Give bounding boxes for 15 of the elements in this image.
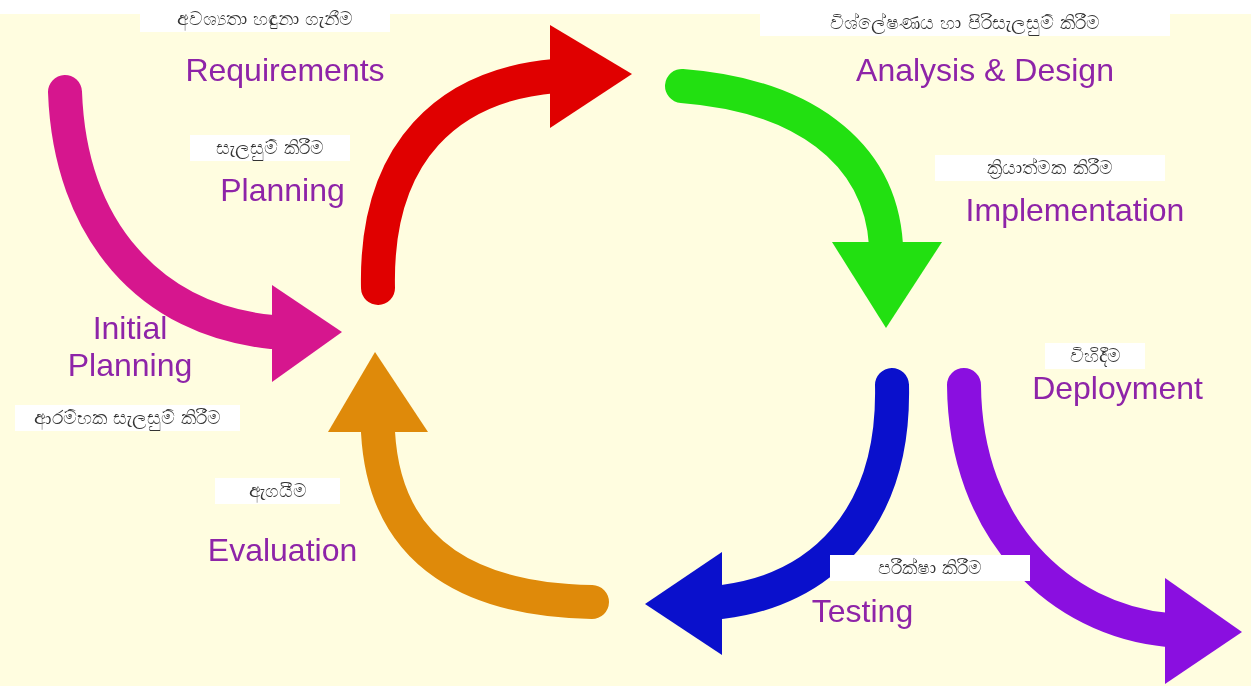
sinhala-caption: ආරම්භක සැලසුම් කිරීම (15, 405, 240, 431)
stage-name: Requirements (184, 52, 386, 89)
sinhala-caption: ඇගයීම (215, 478, 340, 504)
sinhala-caption: ක්‍රියාත්මක කිරීම (935, 155, 1165, 181)
sinhala-caption: පරීක්ෂා කිරීම (830, 555, 1030, 581)
stage-name: Planning (219, 172, 346, 209)
stage-name: Initial Planning (66, 310, 194, 384)
stage-name: Evaluation (206, 532, 359, 569)
stage-name: Testing (810, 593, 915, 630)
stage-name: Analysis & Design (855, 52, 1115, 89)
sinhala-caption: සැලසුම් කිරීම (190, 135, 350, 161)
sinhala-caption: විශ්ලේෂණය හා පිරිසැලසුම් කිරීම (760, 10, 1170, 36)
sinhala-caption: විහිදීම (1045, 343, 1145, 369)
stage-name: Implementation (964, 192, 1186, 229)
stage-name: Deployment (1031, 370, 1204, 407)
